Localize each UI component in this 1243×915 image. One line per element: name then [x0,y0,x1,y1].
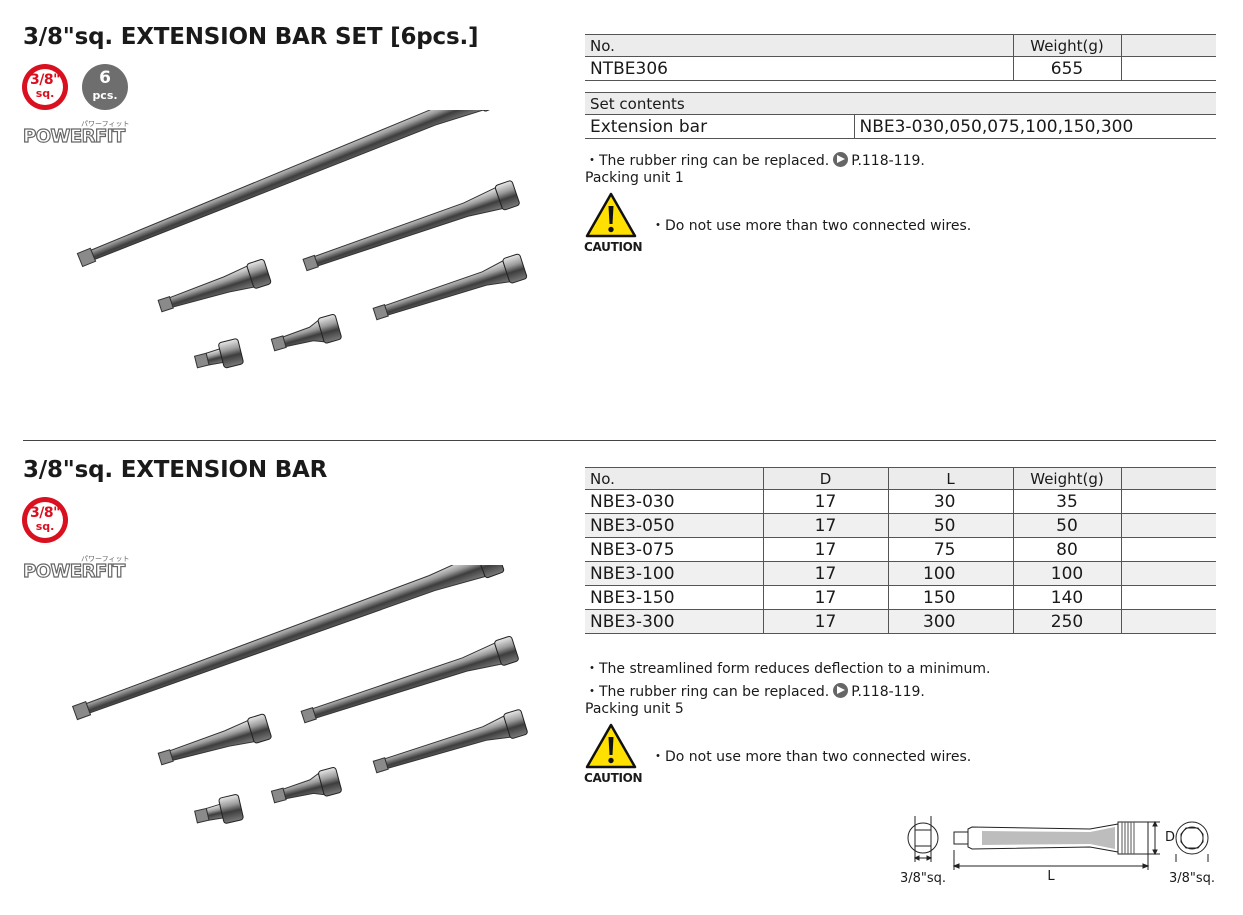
length-label: L [1047,869,1055,884]
set-packing-unit: Packing unit 1 [585,170,684,186]
cell-d: 17 [762,561,888,586]
table-row: NBE3-150 17 150 140 [585,585,1216,610]
cell-l: 100 [887,561,1013,586]
bar-note-rubber: ・The rubber ring can be replaced.P.118-1… [585,683,925,700]
set-contents-table: Set contents Extension bar NBE3-030,050,… [585,92,1216,139]
caution-triangle-icon [585,192,637,238]
set-caution-text: ・Do not use more than two connected wire… [651,218,972,234]
cell-no: NBE3-075 [585,537,763,562]
brand-name: POWERFIT [22,125,125,147]
set-number: NTBE306 [585,56,1013,81]
cell-d: 17 [762,513,888,538]
brand-kana-2: パワーフィット [81,555,130,563]
pcs-badge-top: 6 [99,68,111,88]
page-ref-arrow-icon [833,683,849,698]
cell-no: NBE3-150 [585,585,763,610]
col-header-l: L [887,467,1013,490]
set-title: 3/8"sq. EXTENSION BAR SET [6pcs.] [23,24,479,50]
cell-l: 75 [887,537,1013,562]
col-header-d: D [762,467,888,490]
table-row: NBE3-100 17 100 100 [585,561,1216,586]
brand-logo: POWERFIT パワーフィット [22,120,129,148]
cell-no: NBE3-030 [585,489,763,514]
cell-d: 17 [762,489,888,514]
brand-logo-2: POWERFIT パワーフィット [22,555,129,583]
caution-label: CAUTION [584,771,643,785]
cell-d: 17 [762,585,888,610]
cell-d: 17 [762,609,888,634]
size-badge-2-top: 3/8" [30,505,60,521]
cell-weight: 100 [1012,561,1121,586]
right-end-view [1175,821,1209,862]
cell-weight: 250 [1012,609,1121,634]
cell-l: 150 [887,585,1013,610]
set-note-rubber: ・The rubber ring can be replaced.P.118-1… [585,152,925,169]
table-row: NBE3-030 17 30 35 [585,489,1216,514]
table-row: NBE3-075 17 75 80 [585,537,1216,562]
cell-weight: 50 [1012,513,1121,538]
set-weight: 655 [1012,56,1121,81]
table-row: NBE3-300 17 300 250 [585,609,1216,634]
bar-note-streamlined: ・The streamlined form reduces deflection… [585,661,991,677]
table-row: NBE3-050 17 50 50 [585,513,1216,538]
cell-no: NBE3-050 [585,513,763,538]
bar-side-view [952,820,1160,870]
diameter-label: D [1165,830,1175,845]
set-spec-table: No. Weight(g) NTBE306 655 [585,34,1216,81]
caution-triangle-icon [585,723,637,769]
cell-no: NBE3-300 [585,609,763,634]
caution-label: CAUTION [584,240,643,254]
left-square-label: 3/8"sq. [900,871,946,886]
set-contents-value: NBE3-030,050,075,100,150,300 [853,114,1216,139]
left-end-view [907,816,939,862]
set-caution: CAUTION [584,192,643,256]
cell-weight: 80 [1012,537,1121,562]
brand-name-2: POWERFIT [22,560,125,582]
col-header-weight: Weight(g) [1012,467,1121,490]
bar-100 [157,258,272,313]
cell-l: 50 [887,513,1013,538]
bar-title: 3/8"sq. EXTENSION BAR [23,457,328,483]
cell-weight: 140 [1012,585,1121,610]
pcs-badge-bottom: pcs. [92,89,118,102]
size-badge-bottom: sq. [35,87,55,100]
bar-300 [76,110,503,268]
bar-050 [270,313,342,352]
bar-spec-table: No. D L Weight(g) NBE3-030 17 30 35 NBE3… [585,467,1216,634]
cell-no: NBE3-100 [585,561,763,586]
section-divider [23,440,1216,441]
bar-packing-unit: Packing unit 5 [585,701,684,717]
col-header-weight: Weight(g) [1012,34,1121,57]
size-badge: 3/8" sq. [22,64,68,110]
right-square-label: 3/8"sq. [1169,871,1215,886]
bar-note-page-ref[interactable]: P.118-119. [851,684,925,700]
set-contents-label: Extension bar [585,114,854,139]
bar-150 [302,180,520,272]
page-ref-arrow-icon [833,152,849,167]
size-badge-top: 3/8" [30,72,60,88]
extension-bars-image [76,110,528,369]
set-note-page-ref[interactable]: P.118-119. [851,153,925,169]
dimension-diagram: 3/8"sq. L D 3/8"sq. [900,816,1215,886]
pcs-badge: 6 pcs. [82,64,128,110]
col-header-no: No. [585,34,1013,57]
size-badge-2-bottom: sq. [35,520,55,533]
cell-d: 17 [762,537,888,562]
cell-weight: 35 [1012,489,1121,514]
brand-kana: パワーフィット [81,120,130,128]
set-contents-header: Set contents [585,92,1216,115]
cell-l: 30 [887,489,1013,514]
bar-075 [372,253,528,321]
bar-caution: CAUTION [584,723,643,787]
extension-bars-image-2 [71,565,528,824]
bar-caution-text: ・Do not use more than two connected wire… [651,749,972,765]
cell-l: 300 [887,609,1013,634]
col-header-no: No. [585,467,763,490]
size-badge-2: 3/8" sq. [22,497,68,543]
bar-030 [193,338,244,369]
